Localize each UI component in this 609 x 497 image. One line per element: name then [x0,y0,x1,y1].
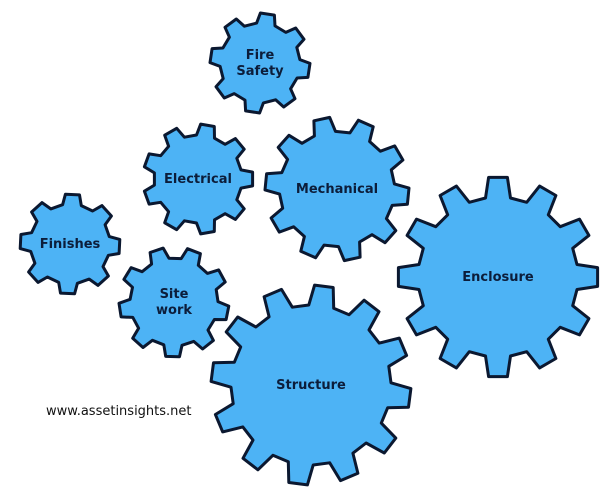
gear-label-finishes: Finishes [40,237,101,252]
gear-label-site-work-1: Site [160,287,189,302]
gear-shape-fire-safety [208,11,312,115]
gear-shape-structure [209,283,413,487]
gear-label-enclosure: Enclosure [462,270,534,285]
gear-shape-site-work [117,246,231,359]
gear-finishes: Finishes [18,192,122,296]
gear-label-fire-safety-2: Safety [236,64,284,79]
gear-shape-finishes [18,192,122,296]
gear-shape-electrical [142,122,255,236]
gear-label-mechanical: Mechanical [296,182,378,197]
gear-label-electrical: Electrical [164,172,232,187]
gear-enclosure: Enclosure [396,175,600,379]
gear-shape-enclosure [396,175,600,379]
gear-label-fire-safety-1: Fire [246,48,275,63]
gear-electrical: Electrical [142,122,255,236]
footer-url: www.assetinsights.net [46,404,192,419]
gear-structure: Structure [209,283,413,487]
gear-label-site-work-2: work [156,303,192,318]
gear-mechanical: Mechanical [263,115,411,263]
gear-label-structure: Structure [276,378,346,393]
gear-shape-mechanical [263,115,411,263]
